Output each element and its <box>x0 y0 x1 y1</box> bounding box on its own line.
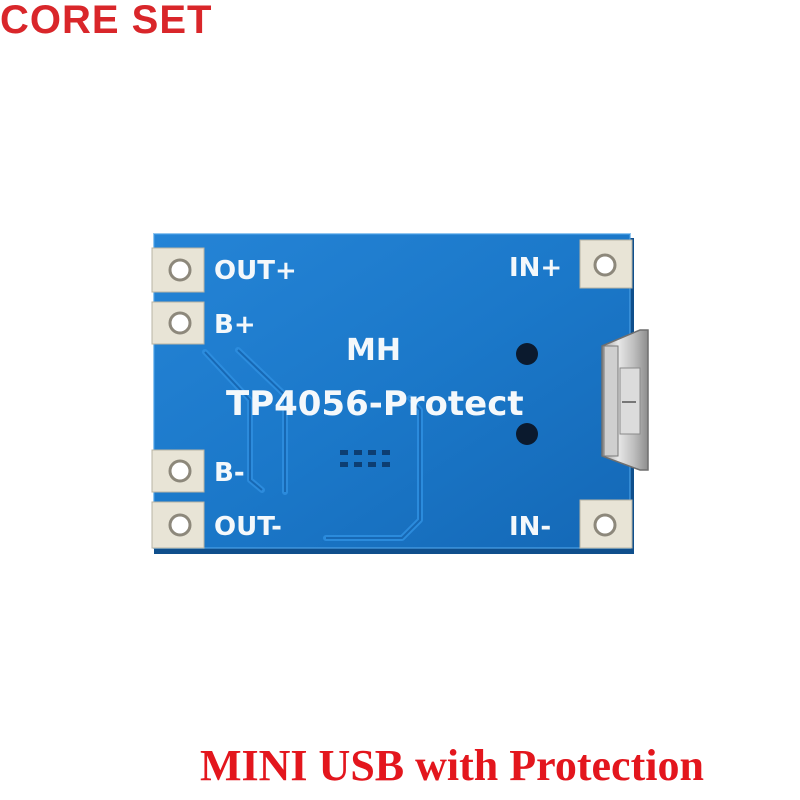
mini-usb-connector <box>601 329 649 471</box>
pad-b-plus <box>151 301 205 345</box>
label-out-plus: OUT+ <box>214 256 297 286</box>
brand-logo-text: CORE SET <box>0 0 213 42</box>
label-in-minus: IN- <box>509 512 551 542</box>
pad-out-plus <box>151 247 205 293</box>
pcb-board <box>154 234 630 548</box>
maker-mark: MH <box>346 333 401 368</box>
product-caption: MINI USB with Protection <box>200 741 704 790</box>
mount-hole-bottom <box>516 423 538 445</box>
label-out-minus: OUT- <box>214 512 282 542</box>
pad-b-minus <box>151 449 205 493</box>
label-b-minus: B- <box>214 458 245 488</box>
label-in-plus: IN+ <box>509 253 562 283</box>
pad-out-minus <box>151 501 205 549</box>
board-model-label: TP4056-Protect <box>226 384 524 424</box>
via-grid <box>340 450 390 467</box>
pad-in-plus <box>579 239 633 289</box>
label-b-plus: B+ <box>214 310 256 340</box>
mount-hole-top <box>516 343 538 365</box>
pad-in-minus <box>579 499 633 549</box>
